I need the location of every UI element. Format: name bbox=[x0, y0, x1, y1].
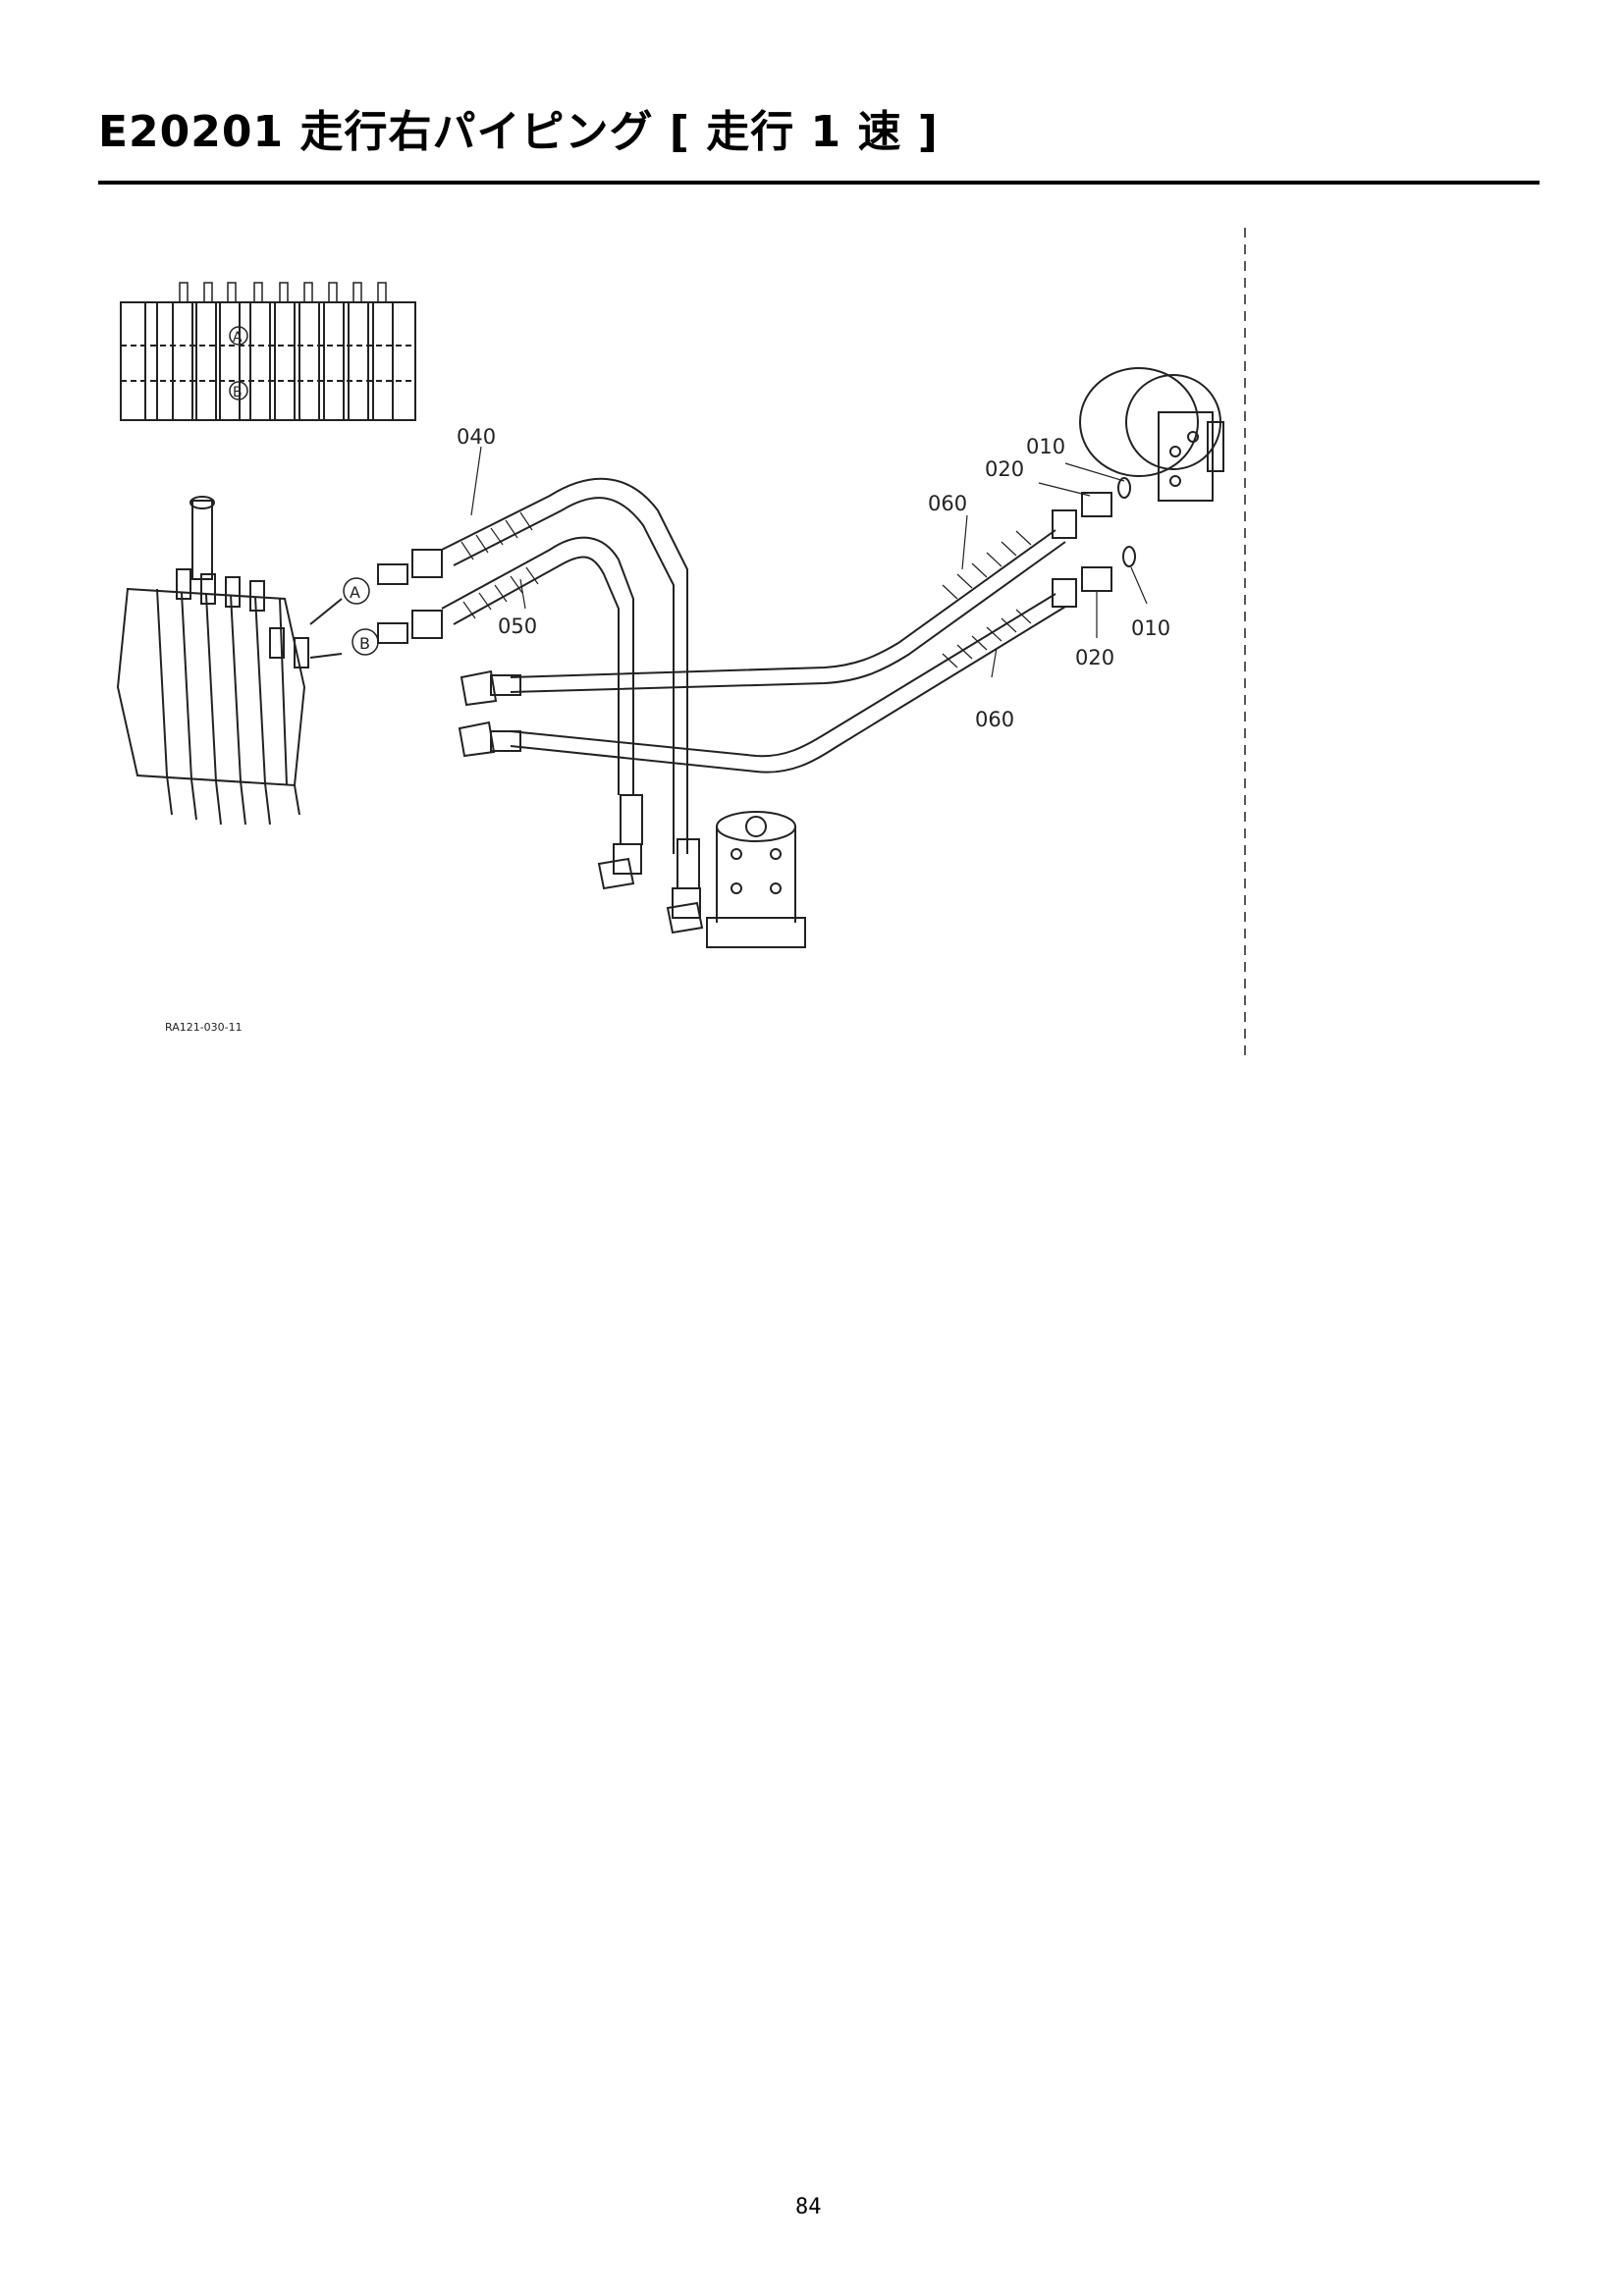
callout-020-upper: 020 bbox=[985, 457, 1024, 481]
port-a-circle bbox=[343, 577, 370, 605]
figure-code: RA121-030-11 bbox=[165, 1021, 243, 1034]
control-valve-inset bbox=[120, 282, 416, 421]
callout-060-lower: 060 bbox=[975, 708, 1014, 731]
o-rings-010 bbox=[1117, 477, 1136, 567]
port-a-label: A bbox=[350, 583, 360, 602]
callout-020-lower: 020 bbox=[1075, 646, 1114, 669]
port-fittings bbox=[309, 549, 443, 659]
callout-010-lower: 010 bbox=[1131, 616, 1170, 640]
swivel-joint bbox=[706, 811, 806, 948]
page-title: E20201 走行右パイピング [ 走行 1 速 ] bbox=[98, 107, 939, 157]
hose-040 bbox=[441, 477, 688, 854]
callout-050: 050 bbox=[498, 614, 537, 638]
callout-leader-lines bbox=[470, 446, 1148, 678]
callout-060-upper: 060 bbox=[928, 492, 967, 515]
travel-motor bbox=[1079, 367, 1224, 502]
adapters-020 bbox=[1081, 492, 1112, 592]
callout-040: 040 bbox=[457, 425, 496, 449]
inset-a-label: A bbox=[233, 330, 243, 346]
hose-060-upper bbox=[460, 509, 1077, 707]
inset-b-label: B bbox=[233, 385, 243, 400]
port-b-label: B bbox=[359, 634, 370, 653]
callout-010-upper: 010 bbox=[1026, 435, 1065, 458]
port-b-circle bbox=[352, 628, 379, 656]
hose-060-lower bbox=[458, 578, 1077, 774]
swivel-hose-ends bbox=[597, 794, 704, 934]
hose-050 bbox=[441, 536, 634, 795]
title-underline bbox=[98, 181, 1540, 185]
control-valve-assembly bbox=[116, 496, 309, 826]
page-number: 84 bbox=[795, 2195, 822, 2219]
